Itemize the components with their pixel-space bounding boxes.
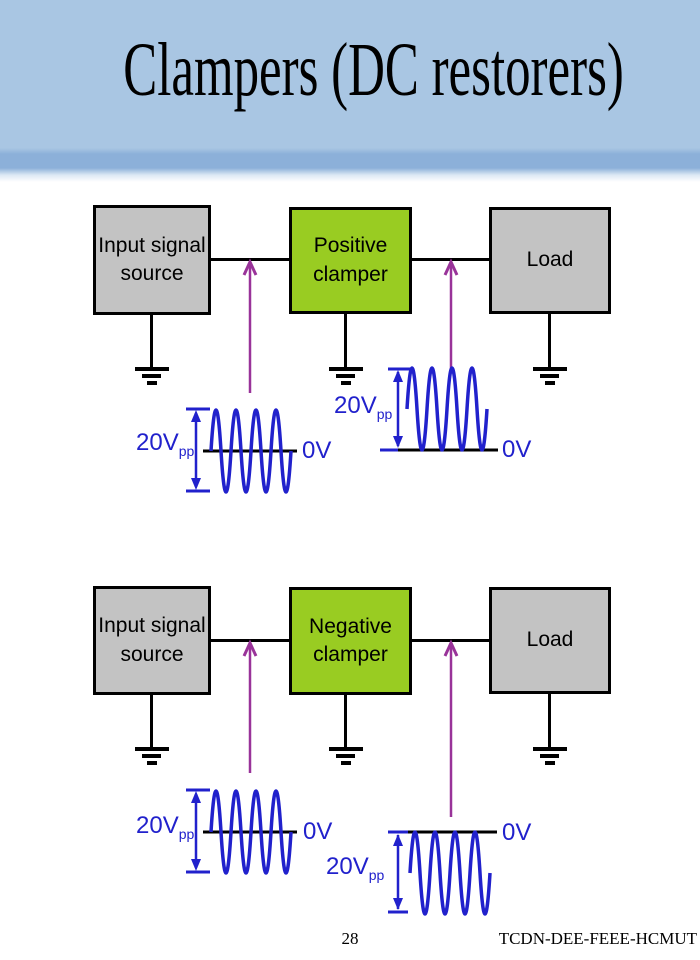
sine-wave (209, 789, 293, 875)
wire (412, 639, 489, 642)
ground-bar (341, 761, 351, 765)
wire (412, 258, 489, 261)
input-source-box: Input signal source (93, 205, 211, 315)
ground-bar (147, 761, 157, 765)
ground-bar (336, 374, 355, 378)
ground-bar (135, 367, 169, 371)
ground-bar (329, 367, 363, 371)
negative-clamper-box: Negative clamper (289, 587, 412, 695)
ground-stem (548, 693, 551, 747)
input-waveform-plot (186, 407, 297, 494)
load-label: Load (526, 628, 574, 652)
amplitude-subscript: pp (178, 442, 195, 459)
vpp-arrow (186, 788, 210, 874)
ground-stem (344, 693, 347, 747)
input-source-label-line1: Input signal (98, 233, 206, 257)
input-source-box: Input signal source (93, 586, 211, 695)
amplitude-value: 20V (136, 812, 179, 839)
probe-arrow-icon (242, 639, 258, 773)
vpp-arrow (186, 407, 210, 493)
clamper-label-line1: Positive (313, 234, 388, 258)
ground-stem (150, 693, 153, 747)
amplitude-value: 20V (334, 392, 377, 419)
ground-bar (336, 754, 355, 758)
output-waveform-plot (388, 830, 497, 916)
sine-wave (408, 830, 492, 916)
amplitude-subscript: pp (178, 825, 195, 842)
page-number: 28 (341, 929, 359, 948)
clamper-label-line1: Negative (309, 614, 392, 638)
positive-clamper-box: Positive clamper (289, 207, 412, 314)
zero-volt-label: 0V (302, 437, 332, 464)
probe-arrow-icon (443, 639, 459, 817)
ground-bar (147, 381, 157, 385)
amplitude-label: 20Vpp (326, 853, 384, 883)
ground-bar (533, 747, 567, 751)
amplitude-label: 20Vpp (136, 812, 194, 842)
ground-stem (344, 312, 347, 367)
ground-bar (533, 367, 567, 371)
footer-text: TCDN-DEE-FEEE-HCMUT (498, 929, 697, 948)
load-box: Load (489, 207, 611, 314)
ground-bar (545, 381, 555, 385)
amplitude-label: 20Vpp (334, 392, 392, 422)
title-wrap: Clampers (DC restorers) (0, 22, 700, 118)
zero-volt-label: 0V (502, 436, 532, 463)
clamper-label-line2: clamper (313, 643, 388, 666)
input-source-label-line2: source (120, 262, 184, 285)
ground-bar (341, 381, 351, 385)
input-source-label-line1: Input signal (98, 614, 206, 638)
probe-arrow-icon (443, 258, 459, 370)
amplitude-value: 20V (326, 853, 369, 880)
probe-arrow-icon (242, 258, 258, 393)
ground-bar (540, 374, 559, 378)
ground-stem (548, 312, 551, 367)
input-source-label-line2: source (120, 642, 184, 666)
ground-bar (545, 761, 555, 765)
load-label: Load (526, 248, 574, 272)
amplitude-label: 20Vpp (136, 429, 194, 459)
clamper-label-line2: clamper (313, 262, 388, 286)
ground-stem (150, 313, 153, 367)
amplitude-subscript: pp (376, 405, 393, 422)
ground-bar (329, 747, 363, 751)
ground-bar (142, 374, 161, 378)
amplitude-subscript: pp (368, 866, 385, 883)
title-bar (0, 0, 700, 182)
ground-bar (142, 754, 161, 758)
slide-title: Clampers (DC restorers) (123, 28, 624, 112)
vpp-arrow (380, 367, 410, 452)
zero-volt-label: 0V (502, 819, 532, 846)
ground-bar (135, 747, 169, 751)
sine-wave (209, 408, 293, 494)
vpp-arrow (388, 830, 408, 914)
load-box: Load (489, 587, 611, 694)
zero-volt-label: 0V (303, 818, 333, 845)
ground-bar (540, 754, 559, 758)
output-waveform-plot (380, 366, 498, 452)
amplitude-value: 20V (136, 429, 179, 456)
input-waveform-plot (186, 788, 297, 875)
sine-wave (405, 366, 489, 452)
